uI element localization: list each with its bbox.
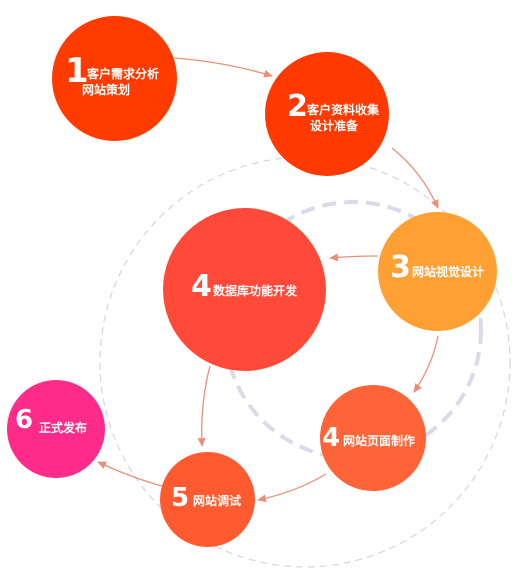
arrow-1-to-2	[173, 57, 273, 78]
step-3-number: 3	[390, 250, 411, 285]
step-4-page-number: 4	[322, 423, 341, 453]
step-5-number: 5	[171, 483, 190, 513]
arrow-4a-to-5	[197, 365, 211, 447]
step-1-label-line1: 客户需求分析	[87, 67, 160, 81]
step-2-circle: 2 客户资料收集 设计准备	[265, 52, 389, 176]
step-3-label-line1: 网站视觉设计	[412, 265, 485, 279]
step-6-label: 正式发布	[39, 421, 88, 435]
step-4-database-circle: 4 数据库功能开发	[163, 208, 326, 371]
step-2-label-line2: 设计准备	[310, 119, 359, 133]
step-2-number: 2	[287, 89, 308, 124]
step-4-database-number: 4	[191, 269, 212, 304]
arrow-3-to-4a	[329, 253, 379, 262]
step-5-label: 网站调试	[193, 494, 242, 508]
arrow-2-to-3	[391, 147, 439, 209]
arrow-4b-to-5	[257, 473, 327, 503]
step-6-circle: 6 正式发布	[7, 380, 105, 478]
step-4-page-label: 网站页面制作	[343, 434, 416, 448]
step-1-circle: 1 客户需求分析 网站策划	[52, 16, 177, 141]
step-6-number: 6	[15, 405, 34, 435]
step-1-label-line2: 网站策划	[82, 83, 131, 97]
step-3-circle: 3 网站视觉设计	[378, 212, 497, 331]
arrow-3-to-4b	[413, 335, 439, 393]
step-4-page-circle: 4 网站页面制作	[320, 385, 426, 491]
step-5-circle: 5 网站调试	[160, 452, 255, 547]
step-1-number: 1	[65, 51, 89, 91]
step-2-label-line1: 客户资料收集	[307, 103, 380, 117]
arrow-5-to-6	[97, 461, 163, 487]
step-4-database-label: 数据库功能开发	[213, 284, 298, 298]
